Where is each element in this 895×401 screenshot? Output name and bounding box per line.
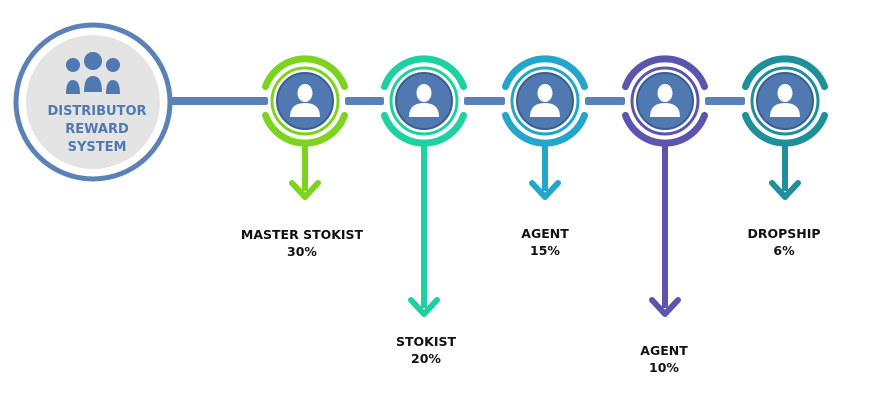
- connector-line: [345, 97, 384, 105]
- tier-percent: 6%: [773, 243, 795, 258]
- node-ring-top: [262, 55, 348, 91]
- arrow-head: [769, 180, 801, 200]
- tier-percent: 15%: [530, 243, 560, 258]
- tier-name: DROPSHIP: [747, 226, 821, 241]
- connector-lines: [168, 97, 745, 105]
- arrow-head: [649, 297, 681, 317]
- hub-title: DISTRIBUTOR REWARD SYSTEM: [22, 103, 172, 157]
- tier-name: AGENT: [640, 343, 688, 358]
- arrow-stem: [302, 143, 308, 191]
- hub-disc: [26, 35, 160, 169]
- arrow-stem: [421, 143, 427, 308]
- hub-node: [13, 22, 173, 182]
- user-icon: [770, 84, 800, 117]
- user-icon: [650, 84, 680, 117]
- tier-percent: 10%: [649, 360, 679, 375]
- node-ring-top: [742, 55, 828, 91]
- arrow-head: [529, 180, 561, 200]
- tier-label-master-stokist: MASTER STOKIST 30%: [227, 226, 377, 260]
- connector-line: [168, 97, 268, 105]
- hub-title-line-2: REWARD: [65, 122, 129, 137]
- arrow-stem: [662, 143, 668, 308]
- tier-node: [381, 55, 467, 317]
- tier-label-agent-15: AGENT 15%: [470, 225, 620, 259]
- user-icon: [409, 84, 439, 117]
- users-group-icon: [66, 52, 120, 94]
- tier-percent: 30%: [287, 244, 317, 259]
- node-ring-top: [381, 55, 467, 91]
- tier-percent: 20%: [411, 351, 441, 366]
- tier-nodes: [262, 55, 828, 317]
- tier-label-stokist: STOKIST 20%: [351, 333, 501, 367]
- tier-node: [742, 55, 828, 200]
- arrow-head: [408, 297, 440, 317]
- arrow-head: [289, 180, 321, 200]
- node-ring-top: [502, 55, 588, 91]
- tier-label-agent-10: AGENT 10%: [589, 342, 739, 376]
- hub-title-line-3: SYSTEM: [67, 140, 127, 155]
- tier-node: [502, 55, 588, 200]
- hub-title-line-1: DISTRIBUTOR: [47, 104, 147, 119]
- tier-label-dropship: DROPSHIP 6%: [709, 225, 859, 259]
- tier-name: AGENT: [521, 226, 569, 241]
- connector-line: [585, 97, 625, 105]
- arrow-stem: [782, 143, 788, 191]
- connector-line: [464, 97, 505, 105]
- tier-node: [622, 55, 708, 317]
- tier-name: MASTER STOKIST: [240, 227, 364, 242]
- node-ring-top: [622, 55, 708, 91]
- user-icon: [530, 84, 560, 117]
- tier-node: [262, 55, 348, 200]
- arrow-stem: [542, 143, 548, 191]
- connector-line: [705, 97, 745, 105]
- tier-name: STOKIST: [395, 334, 457, 349]
- user-icon: [290, 84, 320, 117]
